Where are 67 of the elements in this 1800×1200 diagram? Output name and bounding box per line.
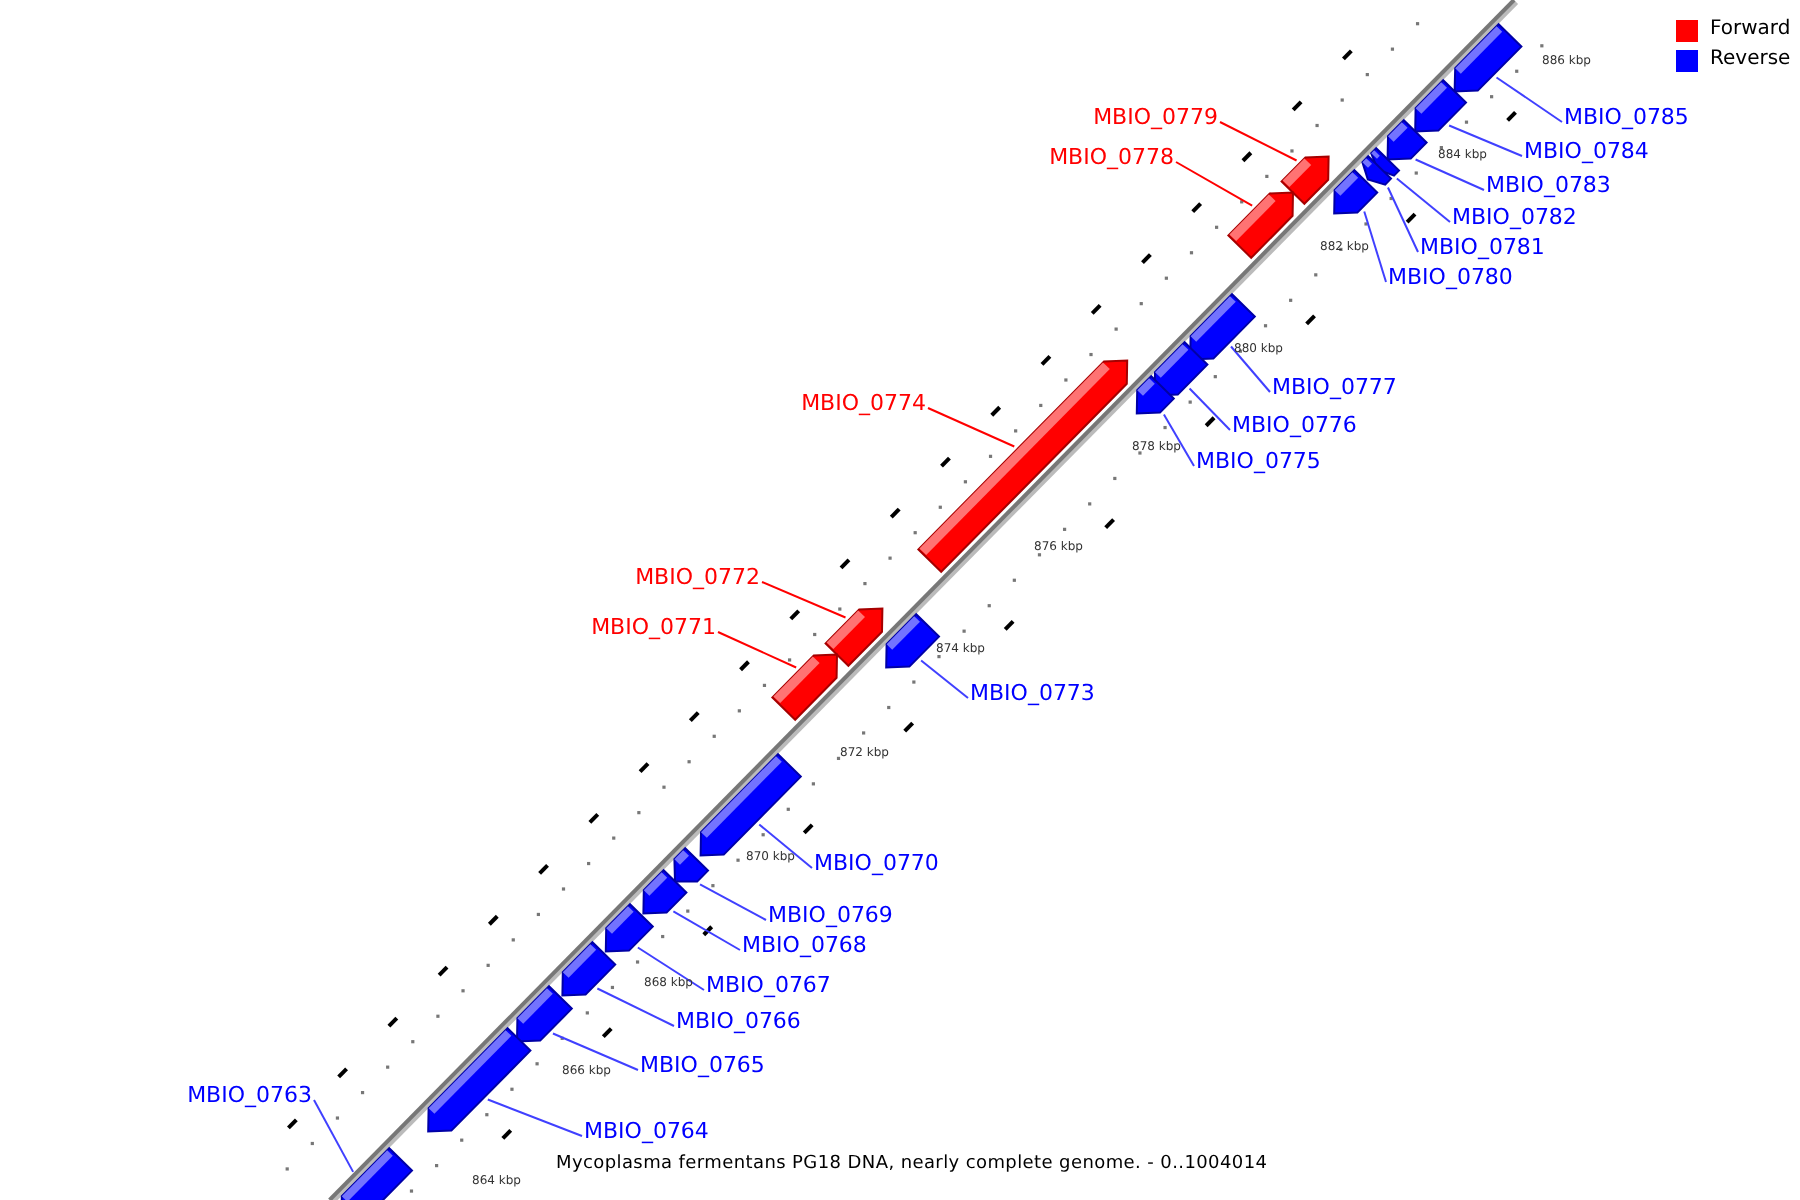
gene-label: MBIO_0778 xyxy=(1049,144,1174,170)
legend-label: Forward xyxy=(1710,18,1791,42)
gene-block xyxy=(427,1026,532,1133)
gene-block xyxy=(771,653,838,722)
gene-block xyxy=(516,984,574,1043)
gene-label: MBIO_0773 xyxy=(970,680,1095,706)
gene-block xyxy=(1189,292,1257,361)
leader-line xyxy=(1448,124,1523,157)
gene-label: MBIO_0785 xyxy=(1564,104,1689,130)
gene-block xyxy=(1361,154,1393,186)
legend-label: Reverse xyxy=(1710,48,1791,72)
leader-line xyxy=(551,1032,639,1071)
gene-label: MBIO_0782 xyxy=(1452,204,1577,230)
leader-line xyxy=(1386,186,1419,253)
leader-line xyxy=(596,987,675,1027)
gene-block xyxy=(885,612,941,669)
gene-label: MBIO_0763 xyxy=(187,1082,312,1108)
leader-line xyxy=(920,659,969,699)
leader-line xyxy=(699,883,767,921)
gene-block xyxy=(642,868,688,915)
gene-label: MBIO_0783 xyxy=(1486,172,1611,198)
leader-line xyxy=(1395,177,1451,223)
gene-block xyxy=(673,846,710,883)
gene-label: MBIO_0781 xyxy=(1420,234,1545,260)
gene-label: MBIO_0771 xyxy=(591,614,716,640)
leader-line xyxy=(1414,158,1485,191)
leader-line xyxy=(1188,387,1231,431)
gene-block xyxy=(1453,22,1523,93)
leader-line xyxy=(313,1099,355,1173)
gene-label: MBIO_0775 xyxy=(1196,448,1321,474)
leader-line xyxy=(1175,161,1254,207)
gene-label: MBIO_0769 xyxy=(768,902,893,928)
gene-label: MBIO_0772 xyxy=(635,564,760,590)
leader-line xyxy=(927,407,1016,448)
gene-block xyxy=(604,902,655,953)
leader-line xyxy=(761,581,847,619)
gene-label: MBIO_0779 xyxy=(1093,104,1218,130)
leader-line xyxy=(1495,76,1563,123)
gene-label: MBIO_0776 xyxy=(1232,412,1357,438)
leader-line xyxy=(486,1098,583,1137)
gene-label: MBIO_0768 xyxy=(742,932,867,958)
gene-block xyxy=(824,607,884,668)
leader-line xyxy=(1219,121,1298,162)
gene-label: MBIO_0764 xyxy=(584,1118,709,1144)
caption: Mycoplasma fermentans PG18 DNA, nearly complete genome. - 0..1004014 xyxy=(556,1154,1268,1176)
gene-label: MBIO_0770 xyxy=(814,850,939,876)
gene-label: MBIO_0766 xyxy=(676,1008,801,1034)
gene-block xyxy=(1414,78,1468,133)
gene-label: MBIO_0765 xyxy=(640,1052,765,1078)
gene-block xyxy=(340,1146,414,1200)
gene-block xyxy=(1386,118,1428,161)
gene-label: MBIO_0784 xyxy=(1524,138,1649,164)
leader-line xyxy=(1230,345,1271,393)
gene-block xyxy=(561,940,617,997)
gene-label: MBIO_0767 xyxy=(706,972,831,998)
leader-line xyxy=(758,823,813,869)
gene-label: MBIO_0774 xyxy=(801,390,926,416)
leader-line xyxy=(672,910,741,951)
leader-line xyxy=(636,946,705,991)
leader-line xyxy=(1162,413,1195,467)
gene-label: MBIO_0780 xyxy=(1388,264,1513,290)
leader-line xyxy=(1363,210,1387,283)
gene-block xyxy=(1227,191,1294,260)
gene-block xyxy=(1333,168,1379,215)
gene-label: MBIO_0777 xyxy=(1272,374,1397,400)
leader-line xyxy=(717,631,798,669)
gene-block xyxy=(1135,374,1176,415)
